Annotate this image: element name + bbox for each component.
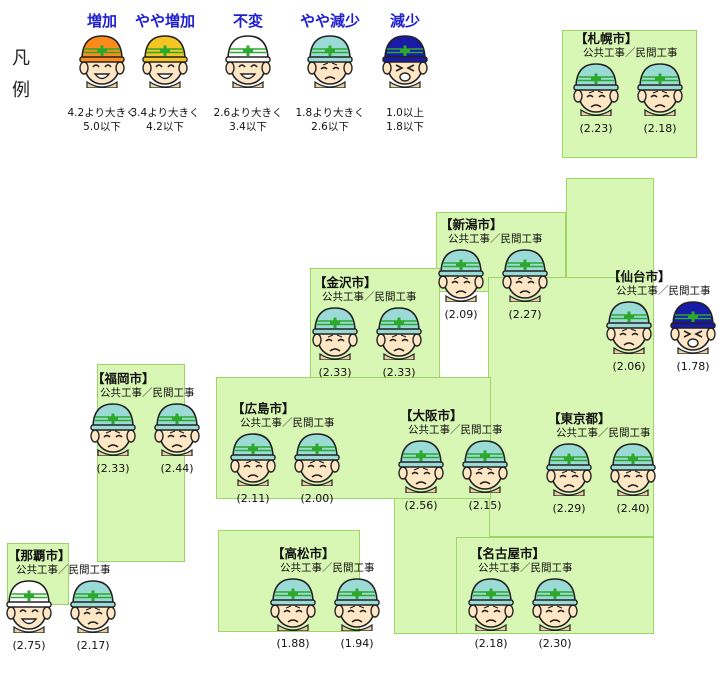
- legend-range-lower: 2.6以下: [311, 121, 349, 133]
- legend-label-2: 例: [12, 80, 30, 101]
- private-works-helmet-icon: [376, 304, 422, 361]
- public-works-value: (2.06): [612, 360, 646, 373]
- city-title: 【東京都】: [548, 411, 611, 426]
- private-works-value: (1.78): [676, 360, 710, 373]
- private-works-helmet-icon: [334, 575, 380, 632]
- private-works-helmet-icon: [70, 577, 116, 634]
- legend-item-label: 不変: [232, 12, 263, 30]
- legend-range-upper: 3.4より大きく: [130, 107, 200, 119]
- private-works-value: (2.40): [616, 502, 650, 515]
- legend-item-label: やや減少: [299, 12, 360, 30]
- legend-range-upper: 4.2より大きく: [67, 107, 137, 119]
- public-works-helmet-icon: [230, 430, 276, 487]
- public-works-helmet-icon: [270, 575, 316, 632]
- legend-range-upper: 2.6より大きく: [213, 107, 283, 119]
- city-title: 【仙台市】: [608, 269, 671, 284]
- legend-helmet-icon: [382, 32, 428, 89]
- public-works-value: (2.33): [318, 366, 352, 379]
- city-sub-label: 公共工事／民間工事: [100, 387, 195, 399]
- legend-helmet-icon: [79, 32, 125, 89]
- city-title: 【広島市】: [232, 401, 295, 416]
- public-works-helmet-icon: [398, 437, 444, 494]
- private-works-helmet-icon: [532, 575, 578, 632]
- legend-helmet-icon: [225, 32, 271, 89]
- legend-helmet-icon: [142, 32, 188, 89]
- city-title: 【金沢市】: [314, 275, 377, 290]
- private-works-helmet-icon: [462, 437, 508, 494]
- city-sub-label: 公共工事／民間工事: [16, 564, 111, 576]
- public-works-helmet-icon: [6, 577, 52, 634]
- legend-range-upper: 1.0以上: [386, 107, 424, 119]
- public-works-helmet-icon: [573, 60, 619, 117]
- public-works-value: (2.33): [96, 462, 130, 475]
- private-works-value: (1.94): [340, 637, 374, 650]
- private-works-value: (2.15): [468, 499, 502, 512]
- private-works-value: (2.00): [300, 492, 334, 505]
- public-works-helmet-icon: [468, 575, 514, 632]
- legend-range-lower: 3.4以下: [229, 121, 267, 133]
- private-works-value: (2.18): [643, 122, 677, 135]
- public-works-helmet-icon: [90, 400, 136, 457]
- city-title: 【高松市】: [272, 546, 335, 561]
- legend-item-label: 減少: [389, 12, 420, 30]
- public-works-value: (2.29): [552, 502, 586, 515]
- public-works-value: (2.75): [12, 639, 46, 652]
- legend-item-label: やや増加: [134, 12, 195, 30]
- legend-item-label: 増加: [86, 12, 117, 30]
- private-works-value: (2.33): [382, 366, 416, 379]
- public-works-value: (2.56): [404, 499, 438, 512]
- city-title: 【新潟市】: [440, 217, 503, 232]
- private-works-helmet-icon: [502, 246, 548, 303]
- public-works-value: (2.18): [474, 637, 508, 650]
- public-works-value: (2.11): [236, 492, 270, 505]
- private-works-value: (2.44): [160, 462, 194, 475]
- private-works-helmet-icon: [610, 440, 656, 497]
- public-works-helmet-icon: [546, 440, 592, 497]
- legend-range-lower: 4.2以下: [146, 121, 184, 133]
- city-title: 【福岡市】: [92, 371, 155, 386]
- private-works-helmet-icon: [294, 430, 340, 487]
- city-sub-label: 公共工事／民間工事: [322, 291, 417, 303]
- public-works-helmet-icon: [438, 246, 484, 303]
- region-tohoku: [566, 178, 654, 278]
- city-sub-label: 公共工事／民間工事: [280, 562, 375, 574]
- private-works-helmet-icon: [670, 298, 716, 355]
- legend-range-lower: 1.8以下: [386, 121, 424, 133]
- legend-range-lower: 5.0以下: [83, 121, 121, 133]
- private-works-value: (2.27): [508, 308, 542, 321]
- city-sub-label: 公共工事／民間工事: [556, 427, 651, 439]
- public-works-value: (1.88): [276, 637, 310, 650]
- private-works-value: (2.17): [76, 639, 110, 652]
- public-works-value: (2.23): [579, 122, 613, 135]
- city-sub-label: 公共工事／民間工事: [408, 424, 503, 436]
- city-sub-label: 公共工事／民間工事: [583, 47, 678, 59]
- public-works-helmet-icon: [312, 304, 358, 361]
- city-title: 【名古屋市】: [470, 546, 546, 561]
- public-works-value: (2.09): [444, 308, 478, 321]
- legend-range-upper: 1.8より大きく: [295, 107, 365, 119]
- city-title: 【札幌市】: [575, 31, 638, 46]
- city-sub-label: 公共工事／民間工事: [240, 417, 335, 429]
- city-sub-label: 公共工事／民間工事: [448, 233, 543, 245]
- private-works-helmet-icon: [637, 60, 683, 117]
- city-sub-label: 公共工事／民間工事: [616, 285, 711, 297]
- city-sub-label: 公共工事／民間工事: [478, 562, 573, 574]
- private-works-helmet-icon: [154, 400, 200, 457]
- city-title: 【大阪市】: [400, 408, 463, 423]
- region-fukuoka: [97, 364, 185, 562]
- public-works-helmet-icon: [606, 298, 652, 355]
- city-title: 【那覇市】: [8, 548, 71, 563]
- legend-label-1: 凡: [12, 48, 30, 69]
- private-works-value: (2.30): [538, 637, 572, 650]
- legend-helmet-icon: [307, 32, 353, 89]
